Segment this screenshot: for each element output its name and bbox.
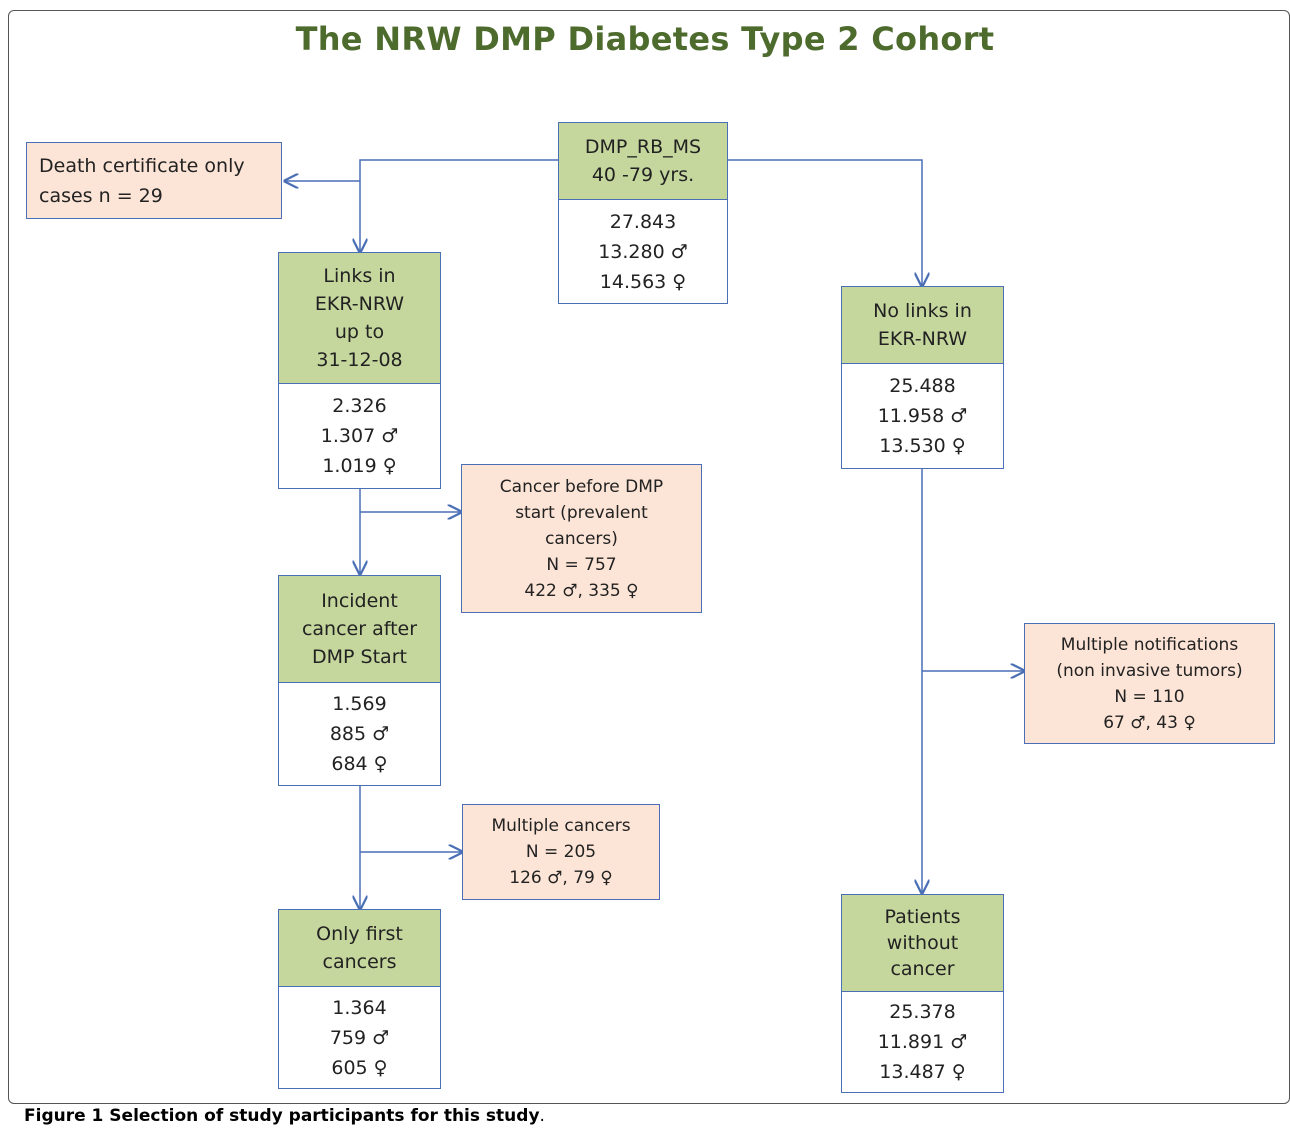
note-line: N = 110 bbox=[1114, 686, 1185, 707]
node-header: DMP_RB_MS 40 -79 yrs. bbox=[559, 123, 727, 200]
header-line: No links in bbox=[873, 300, 972, 322]
male-count: 11.958 ♂ bbox=[877, 405, 968, 427]
total-count: 25.378 bbox=[889, 1001, 956, 1023]
note-line: cases n = 29 bbox=[39, 184, 163, 207]
note-line: Multiple cancers bbox=[491, 816, 631, 836]
male-count: 1.307 ♂ bbox=[320, 425, 399, 447]
figure-caption: Figure 1 Selection of study participants… bbox=[24, 1106, 545, 1126]
note-line: N = 205 bbox=[525, 842, 597, 862]
node-only-first-cancers: Only first cancers 1.364 759 ♂ 605 ♀ bbox=[278, 909, 441, 1089]
node-body: 2.326 1.307 ♂ 1.019 ♀ bbox=[279, 384, 440, 488]
header-line: DMP_RB_MS bbox=[584, 136, 702, 158]
total-count: 1.364 bbox=[332, 996, 387, 1019]
note-line: (non invasive tumors) bbox=[1056, 660, 1243, 681]
note-line: Death certificate only bbox=[39, 154, 245, 177]
header-line: 40 -79 yrs. bbox=[591, 164, 695, 186]
note-line: 67 ♂, 43 ♀ bbox=[1103, 712, 1196, 733]
header-line: Only first bbox=[316, 923, 403, 945]
node-header: No links in EKR-NRW bbox=[842, 287, 1003, 364]
header-line: Patients bbox=[884, 906, 961, 928]
node-header: Links in EKR-NRW up to 31-12-08 bbox=[279, 253, 440, 384]
node-body: 25.488 11.958 ♂ 13.530 ♀ bbox=[842, 364, 1003, 468]
male-count: 759 ♂ bbox=[329, 1026, 390, 1049]
header-line: Incident bbox=[321, 590, 398, 612]
male-count: 13.280 ♂ bbox=[598, 240, 688, 263]
total-count: 25.488 bbox=[889, 375, 956, 397]
female-count: 605 ♀ bbox=[331, 1056, 388, 1079]
diagram-title: The NRW DMP Diabetes Type 2 Cohort bbox=[295, 20, 995, 58]
total-count: 2.326 bbox=[332, 395, 387, 417]
header-line: cancer after bbox=[301, 618, 418, 640]
header-line: up to bbox=[334, 321, 385, 343]
node-body: 1.569 885 ♂ 684 ♀ bbox=[279, 683, 440, 785]
total-count: 1.569 bbox=[332, 693, 387, 715]
node-body: 25.378 11.891 ♂ 13.487 ♀ bbox=[842, 992, 1003, 1092]
female-count: 13.530 ♀ bbox=[879, 435, 966, 457]
note-line: cancers) bbox=[545, 528, 618, 549]
edge-root-to-nolinks bbox=[727, 159, 922, 286]
female-count: 1.019 ♀ bbox=[322, 455, 397, 477]
header-line: EKR-NRW bbox=[314, 293, 405, 315]
male-count: 11.891 ♂ bbox=[877, 1031, 968, 1053]
note-line: Cancer before DMP bbox=[499, 476, 664, 497]
note-line: 422 ♂, 335 ♀ bbox=[524, 580, 639, 601]
female-count: 684 ♀ bbox=[331, 753, 388, 775]
node-header: Only first cancers bbox=[279, 910, 440, 987]
header-line: EKR-NRW bbox=[877, 328, 968, 350]
female-count: 14.563 ♀ bbox=[599, 270, 687, 293]
note-line: N = 757 bbox=[546, 554, 617, 575]
note-multiple-notifications: Multiple notifications (non invasive tum… bbox=[1024, 623, 1275, 744]
note-prevalent-cancers: Cancer before DMP start (prevalent cance… bbox=[461, 464, 702, 613]
node-header: Patients without cancer bbox=[842, 895, 1003, 992]
node-dmp-rb-ms: DMP_RB_MS 40 -79 yrs. 27.843 13.280 ♂ 14… bbox=[558, 122, 728, 304]
note-line: start (prevalent bbox=[515, 502, 648, 523]
header-line: Links in bbox=[323, 265, 396, 287]
edge-root-to-links bbox=[360, 159, 560, 252]
caption-bold: Figure 1 Selection of study participants… bbox=[24, 1106, 540, 1126]
header-line: 31-12-08 bbox=[316, 349, 403, 371]
header-line: DMP Start bbox=[312, 646, 407, 668]
header-line: without bbox=[886, 932, 959, 954]
node-body: 27.843 13.280 ♂ 14.563 ♀ bbox=[559, 200, 727, 303]
note-line: Multiple notifications bbox=[1060, 634, 1239, 655]
header-line: cancer bbox=[890, 958, 955, 980]
node-header: Incident cancer after DMP Start bbox=[279, 576, 440, 683]
node-patients-without-cancer: Patients without cancer 25.378 11.891 ♂ … bbox=[841, 894, 1004, 1093]
caption-rest: . bbox=[539, 1106, 545, 1126]
node-body: 1.364 759 ♂ 605 ♀ bbox=[279, 987, 440, 1088]
total-count: 27.843 bbox=[609, 210, 677, 233]
node-links-in-ekr: Links in EKR-NRW up to 31-12-08 2.326 1.… bbox=[278, 252, 441, 489]
female-count: 13.487 ♀ bbox=[879, 1061, 966, 1083]
node-incident-cancer: Incident cancer after DMP Start 1.569 88… bbox=[278, 575, 441, 786]
node-no-links-in-ekr: No links in EKR-NRW 25.488 11.958 ♂ 13.5… bbox=[841, 286, 1004, 469]
note-line: 126 ♂, 79 ♀ bbox=[509, 868, 613, 888]
note-death-certificate: Death certificate only cases n = 29 bbox=[26, 142, 282, 219]
note-multiple-cancers: Multiple cancers N = 205 126 ♂, 79 ♀ bbox=[462, 804, 660, 900]
header-line: cancers bbox=[322, 951, 397, 973]
male-count: 885 ♂ bbox=[329, 723, 390, 745]
